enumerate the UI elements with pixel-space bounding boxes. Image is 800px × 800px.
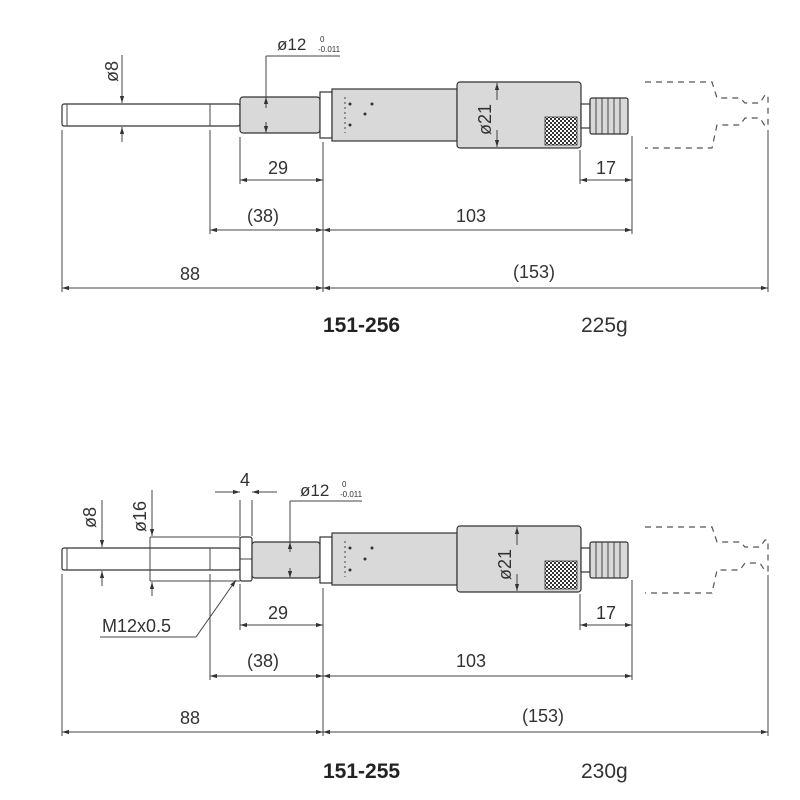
dim-38: (38) <box>247 651 279 671</box>
ghost-outline <box>645 526 769 594</box>
dim-103: 103 <box>456 206 486 226</box>
dim-stem-tol-lower: -0.011 <box>318 45 341 54</box>
knurled-grip <box>544 560 578 590</box>
ghost-outline <box>645 81 769 149</box>
model-number: 151-255 <box>323 760 400 783</box>
dim-nut-dia: ø16 <box>130 501 150 532</box>
spindle <box>61 103 241 127</box>
dim-thimble-dia: ø21 <box>495 549 515 580</box>
weight: 230g <box>581 760 628 783</box>
sleeve <box>331 88 458 142</box>
stem <box>239 96 321 134</box>
weight: 225g <box>581 314 628 337</box>
dim-stem-tol-lower: -0.011 <box>340 490 363 499</box>
dim-nut-width: 4 <box>240 470 250 490</box>
dim-29: 29 <box>268 603 288 623</box>
dim-103: 103 <box>456 651 486 671</box>
knurled-grip <box>544 116 578 146</box>
dim-17: 17 <box>596 158 616 178</box>
ratchet <box>589 541 629 579</box>
spindle <box>61 547 241 571</box>
dim-thimble-dia: ø21 <box>475 104 495 135</box>
sleeve <box>331 532 458 586</box>
ratchet <box>589 97 629 135</box>
dim-17: 17 <box>596 603 616 623</box>
dim-88: 88 <box>180 708 200 728</box>
dim-spindle-dia: ø8 <box>102 61 122 82</box>
dim-stem-tol-upper: 0 <box>320 35 325 44</box>
dim-stem-dia: ø12 <box>300 481 329 500</box>
model-number: 151-256 <box>323 314 400 337</box>
micrometer-head-drawing-151-255: ø8 ø16 4 ø12 0 -0.011 ø21 M12x0.5 <box>61 470 769 783</box>
micrometer-head-drawing-151-256: ø8 ø12 0 -0.011 ø21 29 17 (38) <box>61 35 769 337</box>
dim-stem-dia: ø12 <box>277 35 306 54</box>
dim-spindle-dia: ø8 <box>80 507 100 528</box>
stem <box>251 541 321 579</box>
dim-153: (153) <box>522 706 564 726</box>
dim-stem-tol-upper: 0 <box>342 480 347 489</box>
dim-153: (153) <box>513 262 555 282</box>
dim-29: 29 <box>268 158 288 178</box>
dim-88: 88 <box>180 264 200 284</box>
thread-label: M12x0.5 <box>102 616 171 636</box>
dim-38: (38) <box>247 206 279 226</box>
